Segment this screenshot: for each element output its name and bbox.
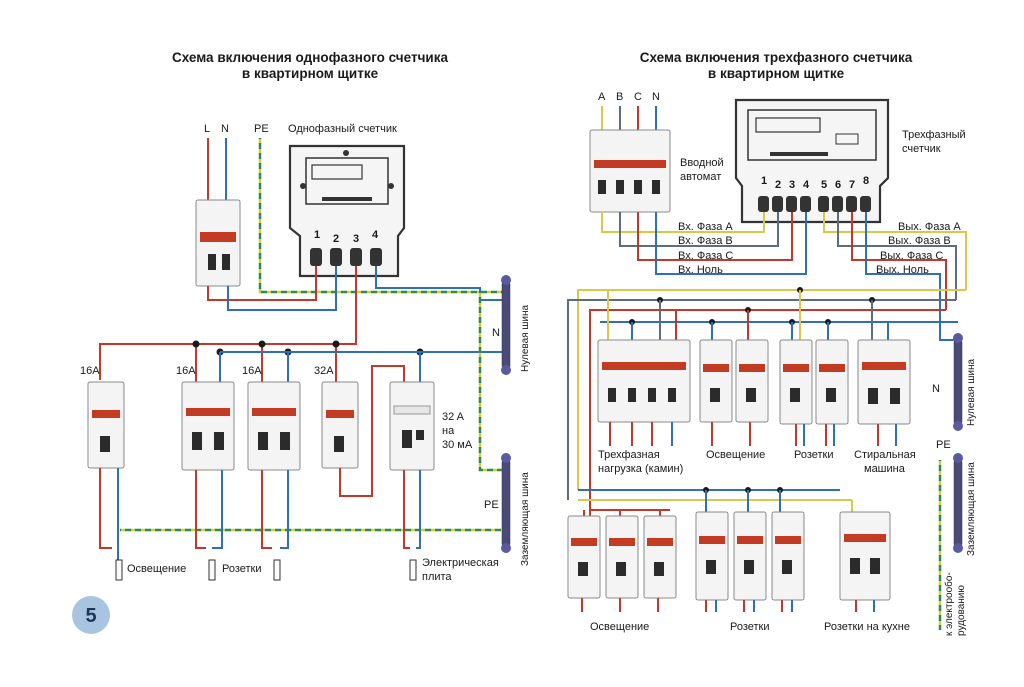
out-phase-a: Вых. Фаза А xyxy=(898,221,961,233)
in-phase-b: Вх. Фаза В xyxy=(678,235,733,247)
three-terminal-1: 1 xyxy=(761,175,767,187)
rcd-rating-line2: на xyxy=(442,425,455,437)
out-phase-b: Вых. Фаза В xyxy=(888,235,951,247)
difautomats-sockets-bottom xyxy=(695,511,805,601)
three-terminal-3: 3 xyxy=(789,179,795,191)
page-number: 5 xyxy=(85,605,96,627)
out-phase-c: Вых. Фаза С xyxy=(880,250,943,262)
meter-terminal-1: 1 xyxy=(314,229,320,241)
main-breaker-2p xyxy=(195,199,241,287)
three-phase-diagram: Схема включения трехфазного счетчика в к… xyxy=(567,50,977,636)
load-kitchen-sockets: Розетки на кухне xyxy=(824,621,910,633)
load-3phase-line1: Трехфазная xyxy=(598,449,660,461)
ground-bus-letter-right: PE xyxy=(936,439,951,451)
neutral-bus-letter-right: N xyxy=(932,383,940,395)
load-washer-line2: машина xyxy=(864,463,906,475)
three-terminal-7: 7 xyxy=(849,179,855,191)
input-breaker-label-line1: Вводной xyxy=(680,157,724,169)
load-lighting-bottom: Освещение xyxy=(590,621,649,633)
three-terminal-6: 6 xyxy=(835,179,841,191)
in-phase-c: Вх. Фаза С xyxy=(678,250,733,262)
input-breaker-label-line2: автомат xyxy=(680,171,721,183)
input-breaker-4p xyxy=(589,129,671,213)
three-meter-label-line1: Трехфазный xyxy=(902,129,966,141)
neutral-bus-label-right: Нулевая шина xyxy=(966,359,977,426)
ground-bus-label-left: Заземляющая шина xyxy=(520,472,531,566)
neutral-bus-letter-left: N xyxy=(492,327,500,339)
breaker-stove xyxy=(321,381,359,469)
page-number-badge: 5 xyxy=(72,596,110,634)
left-title-line2: в квартирном щитке xyxy=(242,66,379,81)
load-stove-line2: плита xyxy=(422,571,452,583)
load-stove-line1: Электрическая xyxy=(422,557,499,569)
phase-b-label: B xyxy=(616,91,623,103)
neutral-bus-label-left: Нулевая шина xyxy=(520,305,531,372)
three-phase-meter xyxy=(734,98,890,224)
ground-bus-right xyxy=(953,453,963,553)
breaker-rating-3: 16A xyxy=(242,365,262,377)
right-title-line2: в квартирном щитке xyxy=(708,66,845,81)
rcd-stove xyxy=(389,381,435,471)
three-meter-terminals: 1 2 3 4 5 6 7 8 xyxy=(758,175,871,212)
phase-c-label: C xyxy=(634,91,642,103)
three-meter-label-line2: счетчик xyxy=(902,143,941,155)
right-title-line1: Схема включения трехфазного счетчика xyxy=(640,50,913,65)
load-lighting-top: Освещение xyxy=(706,449,765,461)
meter-terminal-3: 3 xyxy=(353,233,359,245)
load-sockets-left: Розетки xyxy=(222,563,262,575)
neutral-bus-right xyxy=(953,333,963,431)
phase-a-label: A xyxy=(598,91,606,103)
load-lighting-left: Освещение xyxy=(127,563,186,575)
difautomat-sockets-top xyxy=(779,339,849,425)
breaker-rating-1: 16A xyxy=(80,365,100,377)
load-sockets-top: Розетки xyxy=(794,449,834,461)
breaker-3p-fireplace xyxy=(597,339,691,423)
breaker-lighting-top xyxy=(699,339,769,423)
neutral-bus-left xyxy=(501,275,511,375)
breaker-rating-4: 32A xyxy=(314,365,334,377)
three-terminal-2: 2 xyxy=(775,179,781,191)
meter-terminal-4: 4 xyxy=(372,229,379,241)
load-washer-line1: Стиральная xyxy=(854,449,916,461)
ground-bus-letter-left: PE xyxy=(484,499,499,511)
phase-n-label: N xyxy=(652,91,660,103)
three-terminal-5: 5 xyxy=(821,179,827,191)
input-pe-label: PE xyxy=(254,123,269,135)
rcd-rating-line1: 32 A xyxy=(442,411,465,423)
out-neutral: Вых. Ноль xyxy=(876,264,929,276)
difautomat-sockets-2 xyxy=(247,381,301,471)
breaker-rating-2: 16A xyxy=(176,365,196,377)
meter-terminal-2: 2 xyxy=(333,233,339,245)
input-l-label: L xyxy=(204,123,210,135)
ground-bus-label-right: Заземляющая шина xyxy=(966,462,977,556)
difautomat-kitchen xyxy=(839,511,891,601)
to-equipment-line2: рудованию xyxy=(956,585,967,636)
three-terminal-4: 4 xyxy=(803,179,810,191)
input-n-label: N xyxy=(221,123,229,135)
three-terminal-8: 8 xyxy=(863,175,869,187)
ground-bus-left xyxy=(501,453,511,553)
difautomat-washer xyxy=(857,339,911,425)
single-meter-label: Однофазный счетчик xyxy=(288,123,397,135)
rcd-rating-line3: 30 мА xyxy=(442,439,473,451)
load-sockets-bottom: Розетки xyxy=(730,621,770,633)
difautomat-sockets-1 xyxy=(181,381,235,471)
load-3phase-line2: нагрузка (камин) xyxy=(598,463,683,475)
in-phase-a: Вх. Фаза А xyxy=(678,221,733,233)
in-neutral: Вх. Ноль xyxy=(678,264,723,276)
left-title-line1: Схема включения однофазного счетчика xyxy=(172,50,448,65)
breakers-lighting-bottom xyxy=(567,515,677,599)
single-phase-meter: 1 2 3 4 xyxy=(288,144,406,278)
single-phase-diagram: Схема включения однофазного счетчика в к… xyxy=(80,50,531,583)
to-equipment-line1: к электрообо- xyxy=(943,572,955,636)
breaker-lighting xyxy=(87,381,125,469)
